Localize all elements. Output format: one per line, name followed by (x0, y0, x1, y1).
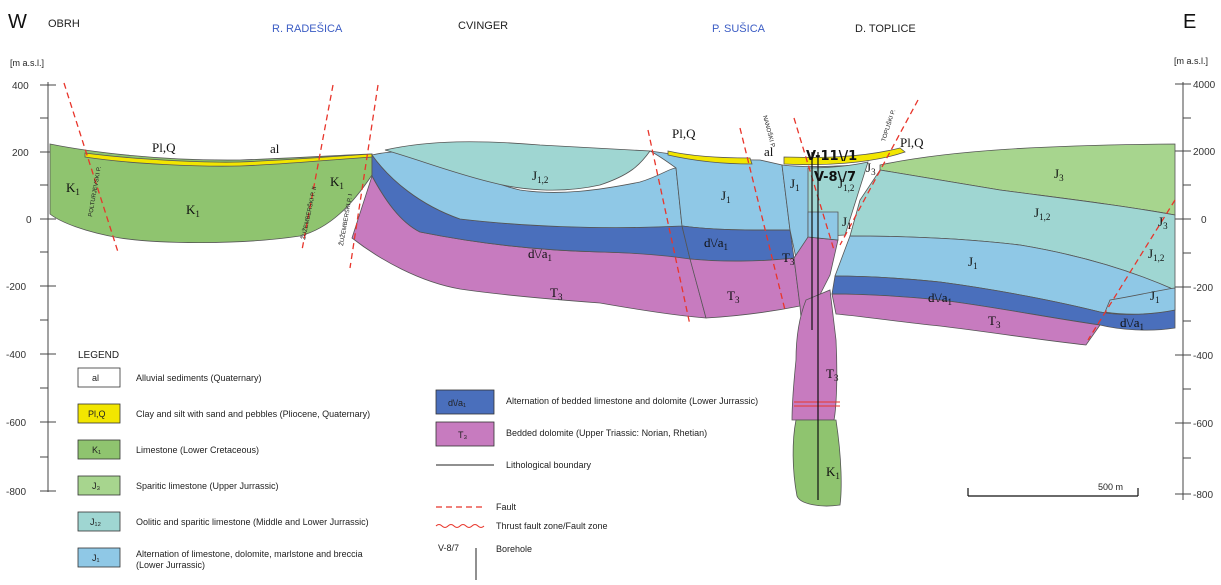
left-axis-unit: [m a.s.l.] (10, 58, 44, 68)
location-toplice: D. TOPLICE (855, 23, 916, 35)
right-tick-0: 0 (1201, 215, 1207, 226)
left-tick-neg800: -800 (6, 487, 26, 498)
svg-text:al: al (270, 141, 280, 156)
right-axis-unit: [m a.s.l.] (1174, 56, 1208, 66)
left-tick-neg600: -600 (6, 418, 26, 429)
location-radesica: R. RADEŠICA (272, 22, 343, 35)
left-tick-neg400: -400 (6, 350, 26, 361)
right-tick-neg600: -600 (1193, 419, 1213, 430)
right-tick-neg800: -800 (1193, 490, 1213, 501)
svg-text:V-8/7: V-8/7 (438, 543, 459, 553)
svg-text:Alternation of bedded limeston: Alternation of bedded limestone and dolo… (506, 396, 758, 406)
svg-text:Pl,Q: Pl,Q (672, 126, 696, 141)
left-tick-0: 0 (26, 215, 32, 226)
svg-text:Lithological boundary: Lithological boundary (506, 460, 592, 470)
svg-text:al: al (764, 144, 774, 159)
svg-text:Alluvial sediments (Quaternary: Alluvial sediments (Quaternary) (136, 373, 262, 383)
svg-text:Fault: Fault (496, 502, 517, 512)
left-axis (40, 82, 56, 492)
svg-text:Clay and silt with sand and pe: Clay and silt with sand and pebbles (Pli… (136, 409, 370, 419)
svg-text:J₃: J₃ (92, 481, 101, 491)
svg-text:J₁: J₁ (92, 553, 100, 563)
location-cvinger: CVINGER (458, 20, 508, 32)
svg-text:J₁₂: J₁₂ (90, 517, 102, 527)
svg-text:Bedded dolomite (Upper Triassi: Bedded dolomite (Upper Triassic: Norian,… (506, 428, 707, 438)
svg-text:al: al (92, 373, 99, 383)
svg-text:Pl,Q: Pl,Q (152, 140, 176, 155)
unit-k1-deep (793, 420, 841, 506)
svg-text:Sparitic limestone (Upper Jurr: Sparitic limestone (Upper Jurrassic) (136, 481, 279, 491)
svg-text:Thrust fault zone/Fault zone: Thrust fault zone/Fault zone (496, 521, 608, 531)
svg-text:J3: J3 (866, 160, 876, 177)
location-susica: P. SUŠICA (712, 22, 766, 35)
legend-thrust-line (436, 525, 484, 528)
scale-bar-label: 500 m (1098, 482, 1123, 492)
east-label: E (1183, 11, 1196, 33)
svg-text:Oolitic and sparitic limestone: Oolitic and sparitic limestone (Middle a… (136, 517, 369, 527)
unit-t3-deep (792, 290, 837, 420)
right-tick-neg200: -200 (1193, 283, 1213, 294)
unit-dva-susica (682, 226, 794, 261)
legend-title: LEGEND (78, 350, 119, 361)
west-label: W (8, 11, 27, 33)
left-tick-200: 200 (12, 148, 29, 159)
left-tick-neg200: -200 (6, 282, 26, 293)
right-tick-neg400: -400 (1193, 351, 1213, 362)
location-obrh: OBRH (48, 18, 80, 30)
svg-text:Limestone (Lower Cretaceous): Limestone (Lower Cretaceous) (136, 445, 259, 455)
legend: LEGEND al Alluvial sediments (Quaternary… (78, 350, 758, 580)
svg-text:d\/a₁: d\/a₁ (448, 398, 466, 408)
fault-name-5: TOPLIŠKI P. (880, 108, 897, 142)
right-tick-2000: 2000 (1193, 147, 1216, 158)
svg-text:(Lower Jurrassic): (Lower Jurrassic) (136, 560, 205, 570)
svg-text:Pl,Q: Pl,Q (900, 135, 924, 150)
svg-text:Pl,Q: Pl,Q (88, 409, 106, 419)
svg-text:Borehole: Borehole (496, 544, 532, 554)
right-tick-4000: 4000 (1193, 80, 1216, 91)
svg-text:Alternation of limestone, dolo: Alternation of limestone, dolomite, marl… (136, 549, 363, 559)
unit-t3-susica (690, 258, 800, 318)
svg-text:T₃: T₃ (458, 430, 467, 440)
svg-text:K₁: K₁ (92, 445, 101, 455)
left-tick-400: 400 (12, 81, 29, 92)
borehole-label-1: V-11\/1 (806, 149, 857, 164)
right-axis (1175, 82, 1191, 500)
